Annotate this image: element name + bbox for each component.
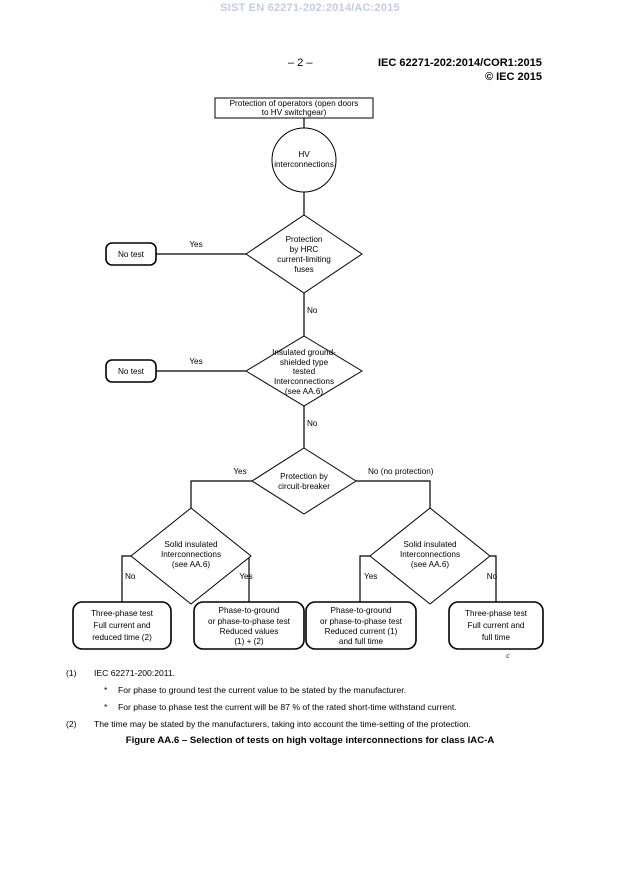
result-box-reduced-current: [305, 601, 417, 650]
connector-solid-right-no: [490, 555, 497, 602]
footnote-key: *: [104, 685, 108, 696]
result-4-line3: full time: [482, 633, 511, 642]
decision-shielded-line5: (see AA.6): [285, 387, 323, 396]
footnote-item: * For phase to ground test the current v…: [104, 685, 566, 695]
footnote-key: *: [104, 702, 108, 713]
decision-solid-left-line3: (see AA.6): [172, 560, 210, 569]
result-3-line1: Phase-to-ground: [331, 606, 392, 615]
decision-hrc-line1: Protection: [286, 235, 323, 244]
result-3-line2: or phase-to-phase test: [320, 617, 403, 626]
result-2-line4: (1) + (2): [234, 637, 264, 646]
decision-solid-right-line2: Interconnections: [400, 550, 460, 559]
circle-hv-interconnections: [271, 127, 337, 193]
footnote-key: (1): [66, 668, 77, 678]
no-test-box-1: [105, 242, 157, 266]
decision-solid-right-line3: (see AA.6): [411, 560, 449, 569]
decision-breaker-line2: circuit-breaker: [278, 482, 330, 491]
circle-line1: HV: [298, 150, 310, 159]
page-number: – 2 –: [288, 57, 313, 69]
footnote-text: The time may be stated by the manufactur…: [94, 719, 471, 730]
connector-solid-left-no: [121, 555, 131, 602]
result-box-three-phase-reduced-time: [72, 601, 172, 650]
edge-label-solid-left-no: No: [125, 572, 136, 581]
start-box-line1: Protection of operators (open doors: [230, 99, 359, 108]
document-reference: IEC 62271-202:2014/COR1:2015: [378, 57, 542, 69]
decision-breaker-line1: Protection by: [280, 472, 329, 481]
result-2-line1: Phase-to-ground: [219, 606, 280, 615]
decision-solid-insulated-right: [369, 507, 491, 605]
result-1-line1: Three-phase test: [91, 609, 154, 618]
decision-hrc-fuses: [245, 214, 363, 294]
result-4-line2: Full current and: [468, 621, 525, 630]
connector-breaker-yes: [190, 480, 252, 508]
footnote-item: * For phase to phase test the current wi…: [104, 702, 566, 712]
flowchart-figure: Protection of operators (open doors to H…: [0, 90, 620, 670]
circle-line2: interconnections: [274, 160, 334, 169]
edge-label-solid-left-yes: Yes: [239, 572, 252, 581]
edge-label-solid-right-yes: Yes: [364, 572, 377, 581]
decision-shielded-line3: tested: [293, 367, 316, 376]
edge-label-solid-right-no: No: [487, 572, 498, 581]
decision-circuit-breaker: [251, 447, 357, 515]
result-1-line2: Full current and: [94, 621, 151, 630]
footnotes-list: (1) IEC 62271-200:2011. * For phase to g…: [66, 668, 566, 737]
figure-corner-mark: c: [506, 651, 510, 660]
result-2-line2: or phase-to-phase test: [208, 617, 291, 626]
footnote-item: (1) IEC 62271-200:2011.: [66, 668, 566, 678]
edge-label-breaker-yes: Yes: [233, 467, 246, 476]
result-2-line3: Reduced values: [220, 627, 279, 636]
decision-solid-insulated-left: [130, 507, 252, 605]
result-box-reduced-values: [193, 601, 305, 650]
figure-caption: Figure AA.6 – Selection of tests on high…: [125, 735, 495, 746]
decision-solid-left-line1: Solid insulated: [164, 540, 218, 549]
footnote-text: IEC 62271-200:2011.: [94, 668, 176, 678]
copyright-notice: © IEC 2015: [484, 71, 542, 83]
result-box-three-phase-full-time: [448, 601, 544, 650]
decision-shielded-line1: Insulated ground-: [272, 348, 336, 357]
result-1-line3: reduced time (2): [92, 633, 152, 642]
start-box: [214, 97, 374, 119]
result-4-line1: Three-phase test: [465, 609, 528, 618]
no-test-box-1-label: No test: [118, 250, 145, 259]
footnote-text: For phase to phase test the current will…: [118, 702, 457, 713]
footnote-key: (2): [66, 719, 77, 730]
result-3-line3: Reduced current (1): [325, 627, 398, 636]
decision-hrc-line3: current-limiting: [277, 255, 331, 264]
decision-hrc-line2: by HRC: [290, 245, 319, 254]
decision-solid-left-line2: Interconnections: [161, 550, 221, 559]
decision-shielded-type: [245, 335, 363, 407]
decision-hrc-line4: fuses: [294, 265, 314, 274]
no-test-box-2-label: No test: [118, 367, 145, 376]
footnote-item: (2) The time may be stated by the manufa…: [66, 719, 566, 729]
edge-label-shielded-no: No: [307, 419, 318, 428]
connector-solid-right-yes: [359, 555, 370, 602]
edge-label-fuses-no: No: [307, 306, 318, 315]
edge-label-shielded-yes: Yes: [189, 357, 202, 366]
edge-label-breaker-no: No (no protection): [368, 467, 434, 476]
decision-shielded-line2: shielded type: [280, 358, 329, 367]
watermark-standard-ref: SIST EN 62271-202:2014/AC:2015: [220, 2, 400, 14]
footnote-text: For phase to ground test the current val…: [118, 685, 407, 696]
result-3-line4: and full time: [339, 637, 384, 646]
start-box-line2: to HV switchgear): [262, 108, 327, 117]
connector-breaker-no: [356, 480, 431, 508]
edge-label-fuses-yes: Yes: [189, 240, 202, 249]
decision-solid-right-line1: Solid insulated: [403, 540, 457, 549]
decision-shielded-line4: Interconnections: [274, 377, 334, 386]
no-test-box-2: [105, 359, 157, 383]
